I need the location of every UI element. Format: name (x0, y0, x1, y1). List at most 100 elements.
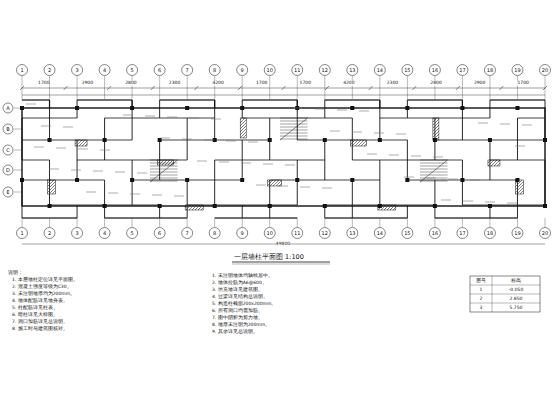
wall-line (132, 118, 160, 119)
axis-line (14, 150, 22, 151)
dimension-tick (456, 86, 460, 90)
column (488, 204, 492, 208)
note-line: 6. 暗柱详见大样图。 (12, 313, 58, 318)
axis-line (545, 218, 546, 227)
column (460, 106, 464, 110)
wall-line (517, 205, 545, 206)
axis-bubble (540, 228, 551, 239)
axis-number: 9 (241, 231, 244, 236)
wall-line (545, 160, 546, 180)
column (20, 178, 24, 182)
wall-line (214, 100, 215, 118)
column (75, 178, 79, 182)
wall-line (407, 140, 408, 160)
wall-line (380, 160, 408, 161)
axis-line (49, 76, 50, 100)
annotation-texture (359, 111, 369, 112)
dimension: 2800 (430, 81, 441, 86)
axis-line (379, 76, 380, 100)
annotation-texture (174, 196, 184, 197)
wall-line (462, 180, 490, 181)
stair-tread (420, 178, 448, 179)
dimension-tick (64, 86, 68, 90)
axis-line (14, 192, 22, 193)
column (48, 204, 52, 208)
stair-tread (420, 160, 448, 161)
dimension-tick (107, 86, 111, 90)
axis-line (434, 76, 435, 100)
wall-line (49, 118, 50, 140)
axis-line (14, 129, 22, 130)
wall-line (214, 160, 215, 180)
annotation-texture (182, 139, 192, 140)
wall-line (352, 205, 380, 206)
table-rule (470, 303, 540, 304)
axis-number: 2 (48, 231, 51, 236)
axis-line (269, 76, 270, 100)
wall-line (187, 118, 215, 119)
annotation-texture (49, 169, 59, 170)
title-underline (232, 262, 330, 263)
axis-bubble (3, 103, 13, 113)
axis-number: 11 (294, 231, 300, 236)
annotation-texture (86, 192, 96, 193)
axis-bubble (3, 145, 13, 155)
annotation-texture (263, 164, 273, 165)
note-line: 8. 墙厚未注明为200mm。 (212, 323, 270, 328)
table-cell: 3 (480, 305, 483, 310)
wall-line (297, 180, 325, 181)
annotation-texture (441, 200, 451, 201)
column (543, 138, 547, 142)
stair-tread (150, 178, 178, 179)
axis-bubble (319, 65, 330, 76)
wall-line (270, 99, 298, 100)
column (405, 106, 409, 110)
wall-line (242, 140, 243, 160)
wall-line (214, 180, 215, 205)
annotation-texture (315, 109, 325, 110)
wall-line (132, 217, 160, 218)
axis-bubble (182, 65, 193, 76)
wall-line (435, 180, 463, 181)
axis-number: 15 (404, 231, 410, 236)
axis-line (324, 76, 325, 100)
axis-line (545, 76, 546, 100)
wall-line (489, 140, 490, 160)
axis-number: 2 (48, 68, 51, 73)
wall-line (462, 118, 490, 119)
annotation-texture (26, 104, 36, 105)
annotation-texture (123, 115, 133, 116)
axis-number: 7 (186, 68, 189, 73)
annotation-texture (137, 173, 147, 174)
axis-number: 12 (322, 231, 328, 236)
wall-line (160, 99, 188, 100)
note-line: 8. 施工时与建筑图核对。 (12, 327, 68, 332)
dimension: 1700 (38, 81, 49, 86)
axis-bubble (484, 65, 495, 76)
axis-bubble (3, 165, 13, 175)
wall-line (159, 140, 160, 160)
annotation-texture (470, 180, 480, 181)
wall-line (352, 180, 353, 205)
shear-wall (433, 118, 439, 140)
axis-bubble (292, 65, 303, 76)
dimension-tick (412, 86, 416, 90)
stair-tread (420, 181, 448, 182)
note-line: 7. 图中阴影为剪力墙。 (212, 316, 263, 321)
axis-number: 1 (20, 231, 23, 236)
note-line: 4. 墙体配筋详见墙身表。 (12, 299, 68, 304)
stair-tread (150, 172, 178, 173)
axis-bubble (3, 124, 13, 134)
axis-line (214, 76, 215, 100)
axis-line (77, 76, 78, 100)
axis-number: 18 (487, 68, 493, 73)
wall-line (242, 99, 270, 100)
column (488, 138, 492, 142)
wall-line (325, 140, 353, 141)
axis-bubble (402, 65, 413, 76)
wall-line (105, 118, 133, 119)
stair-tread (280, 139, 308, 140)
dimension: 2300 (387, 81, 398, 86)
axis-bubble (374, 65, 385, 76)
axis-bubble (484, 228, 495, 239)
